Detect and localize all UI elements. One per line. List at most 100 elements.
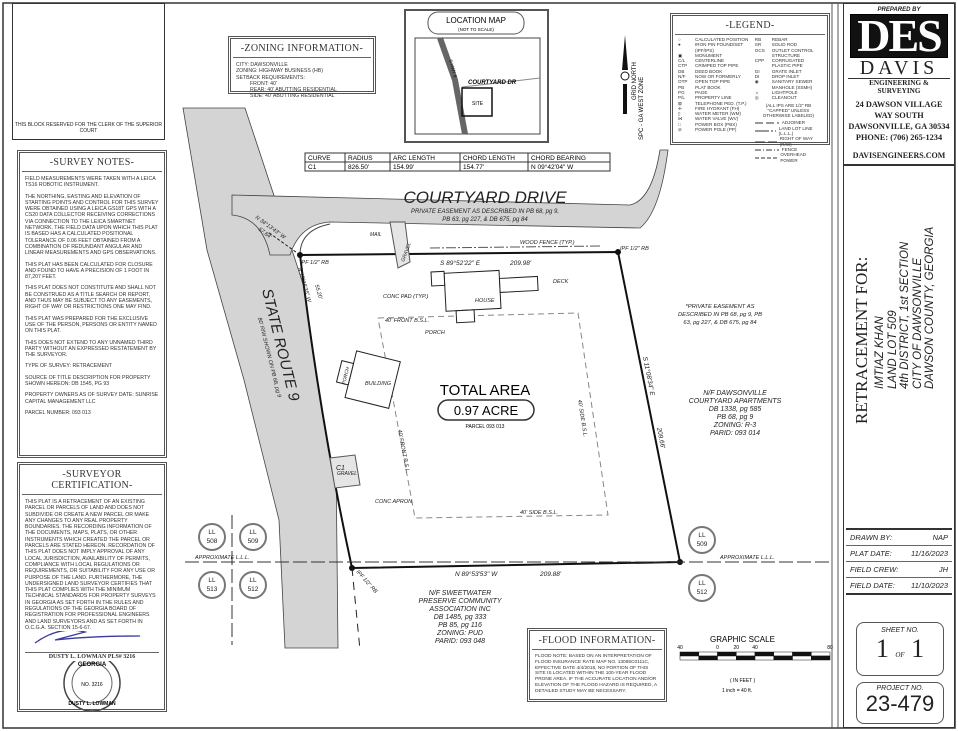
legend-label: PLAT BOOK — [695, 84, 721, 90]
approx-lll-label: APPROXIMATE L.L.L. — [194, 555, 250, 561]
scale-segment — [679, 651, 699, 657]
address-line: PHONE: (706) 265-1234 — [855, 133, 943, 142]
legend-symbol-icon: DI — [754, 74, 760, 80]
legend-label: CENTERLINE — [695, 58, 725, 64]
curve-table-header: CURVE — [308, 155, 331, 162]
scale-segment — [773, 655, 793, 661]
client-line: CITY OF DAWSONVILLE — [911, 257, 924, 389]
legend-label: SANITARY SEWER MANHOLE (SSMH) — [771, 79, 813, 90]
scale-segment — [679, 655, 699, 661]
scale-segment — [736, 651, 756, 657]
legend-item: ☼LIGHTPOLE — [755, 90, 822, 95]
curve-table-cell: 826.50' — [348, 164, 369, 171]
legend-item: ○CALCULATED POSITION — [678, 37, 751, 42]
legend-panel: -LEGEND- ○CALCULATED POSITION●IRON PIN F… — [670, 13, 830, 163]
legend-item: ⊘POWER POLE (PP) — [678, 127, 751, 132]
scale-tick-label: 80 — [827, 645, 833, 651]
side-bsl-label: 40' SIDE B.S.L. — [576, 399, 588, 438]
total-area-label: TOTAL AREA — [440, 382, 531, 399]
client-line: IMTIAZ KHAN — [874, 316, 886, 389]
legend-note: (ALL IPS ARE 1/2" RB "CAPPED" UNLESS OTH… — [762, 102, 815, 119]
state-route-9-road — [182, 107, 339, 649]
legend-symbol-icon: ○ — [678, 37, 681, 42]
ipf-nw-label: IPF 1/2" RB — [300, 260, 329, 266]
grid-north-label: GRID NORTH — [632, 62, 638, 100]
ll-label: 513 — [207, 586, 218, 593]
survey-note: PROPERTY OWNERS AS OF SURVEY DATE: SUNRI… — [25, 392, 159, 405]
legend-symbol-icon: ▣ — [678, 52, 683, 58]
house-outline — [443, 269, 502, 312]
porch-label: PORCH — [341, 366, 351, 385]
legend-line-label: OVERHEAD POWER — [780, 152, 807, 163]
tie-line — [267, 231, 301, 256]
scale-tick-label: 0 — [716, 645, 719, 651]
courtyard-drive-road — [231, 149, 669, 256]
legend-label: SOLID ROD — [771, 42, 798, 48]
legend-line-icon — [754, 149, 779, 151]
prepared-by: PREPARED BY — [877, 7, 921, 13]
iron-pin-nw — [297, 252, 303, 258]
legend-symbol-icon: PG — [678, 89, 685, 95]
adjoiner-line: PB 68, pg 9 — [717, 414, 754, 421]
legend-label: WATER METER (WM) — [695, 111, 741, 117]
ll-prefix: LL — [208, 577, 216, 584]
survey-notes-panel: -SURVEY NOTES- FIELD MEASUREMENTS WERE T… — [17, 150, 167, 458]
legend-label: CLEANOUT — [771, 95, 797, 101]
seal-name: DUSTY L. LOWMAN — [68, 701, 116, 707]
ll-prefix: LL — [249, 529, 257, 536]
legend-label: NOW OR FORMERLY — [695, 74, 741, 80]
road-easement: PRIVATE EASEMENT AS DESCRIBED IN PB 68, … — [411, 209, 559, 215]
flood-title: -FLOOD INFORMATION- — [532, 633, 662, 650]
ll-label: 512 — [697, 589, 708, 596]
conc-pad-label: CONC PAD (TYP.) — [383, 294, 428, 300]
scale-segment — [792, 651, 812, 657]
drawn-by-label: DRAWN BY: — [850, 533, 893, 542]
scale-segment — [754, 651, 774, 657]
sheet-number: 1 — [875, 634, 889, 663]
zoning-title: -ZONING INFORMATION- — [233, 41, 371, 58]
east-distance: 209.66' — [655, 426, 666, 450]
curve-table-cell: 154.77' — [463, 164, 484, 171]
legend-line-item: OVERHEAD POWER — [754, 152, 822, 163]
legend-label: CRIMPED TOP PIPE — [695, 63, 739, 69]
spc-zone-label: SPC - GA WEST ZONE — [639, 77, 645, 140]
survey-note: FIELD MEASUREMENTS WERE TAKEN WITH A LEI… — [25, 176, 156, 189]
adjoiner-line: N/F DAWSONVILLE — [703, 390, 767, 397]
adjoiner-line: COURTYARD APARTMENTS — [689, 398, 782, 405]
curve-table-header: CHORD BEARING — [531, 155, 586, 162]
legend-symbol-icon: ✢ — [678, 105, 682, 111]
legend-symbol-icon: OTP — [678, 79, 688, 85]
legend-label: LIGHTPOLE — [771, 89, 798, 95]
company-website[interactable]: DAVISENGINEERS.COM — [844, 151, 954, 166]
building-label: BUILDING — [365, 381, 392, 387]
ipf-ne-label: IPF 1/2" RB — [620, 246, 649, 252]
legend-symbol-icon: GI — [754, 68, 760, 74]
north-arrow-icon — [622, 35, 628, 70]
curve-table-cell: C1 — [308, 164, 317, 171]
surveyor-certification-panel: -SURVEYOR CERTIFICATION- THIS PLAT IS A … — [17, 462, 167, 712]
survey-note: THIS DOES NOT EXTEND TO ANY UNNAMED THIR… — [25, 339, 157, 359]
legend-item: ⊠TELEPHONE PED. (T.P.) — [678, 101, 751, 106]
survey-note: THIS PLAT HAS BEEN CALCULATED FOR CLOSUR… — [25, 261, 153, 281]
legend-label: POWER POLE (PP) — [695, 127, 737, 133]
legend-item: ◉SANITARY SEWER MANHOLE (SSMH) — [755, 79, 822, 90]
retracement-for: RETRACEMENT FOR: — [852, 256, 871, 424]
scale-segment — [811, 651, 831, 657]
adjoiner-line: ZONING: R-3 — [713, 422, 756, 429]
scale-segment — [717, 655, 737, 661]
conc-apron-label: CONC APRON — [375, 499, 412, 505]
map-site — [461, 87, 493, 117]
legend-line-label: RIGHT OF WAY (R/W) — [779, 136, 813, 147]
plat-date-label: PLAT DATE: — [850, 549, 892, 558]
legend-symbol-icon: SR — [754, 42, 762, 48]
location-map: LOCATION MAP (NOT TO SCALE) COURTYARD DR… — [404, 9, 549, 143]
zoning-line: REAR: 40' ABUTTING RESIDENTIAL — [250, 87, 337, 94]
company-tagline: ENGINEERING & SURVEYING — [848, 78, 950, 95]
location-map-subtitle: (NOT TO SCALE) — [458, 27, 494, 32]
zoning-line: CITY: DAWSONVILLE — [236, 62, 288, 68]
